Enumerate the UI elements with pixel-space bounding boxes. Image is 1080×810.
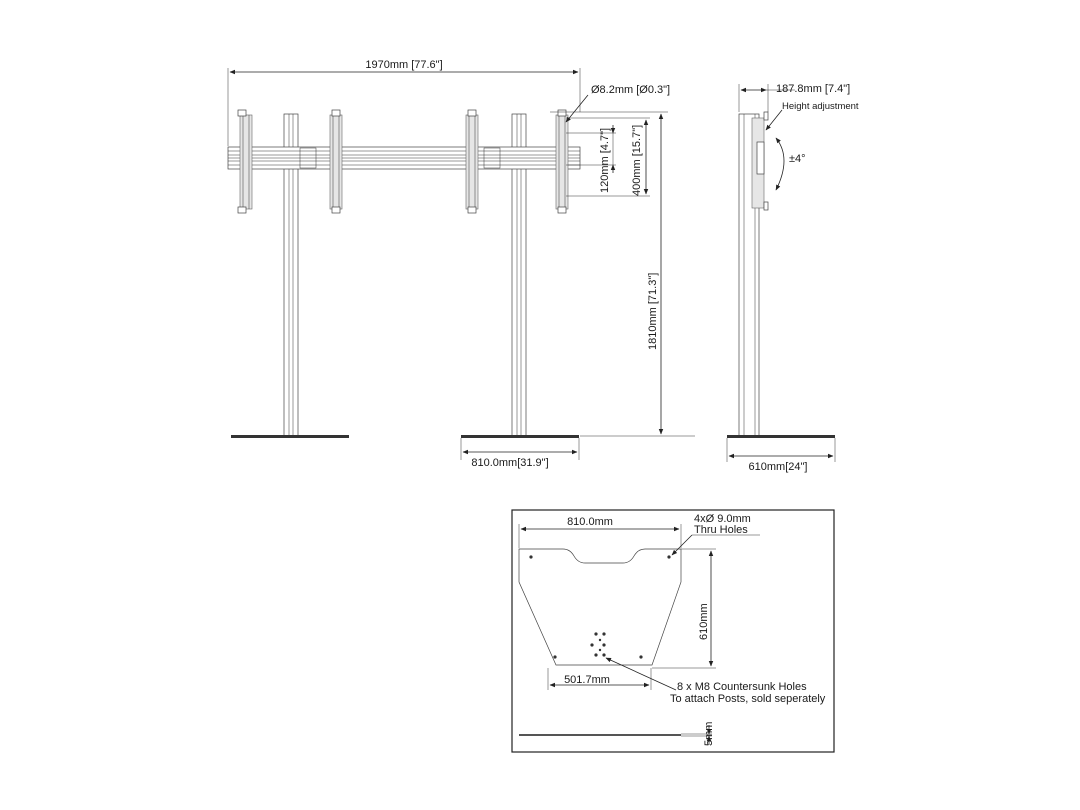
vesa-400-label: 400mm [15.7"] <box>631 125 643 196</box>
tilt-label: ±4° <box>789 153 806 165</box>
plate-thickness-label: 5mm <box>703 722 715 746</box>
right-base <box>461 435 579 438</box>
side-view: 187.8mm [7.4"] Height adjustment ±4° 610… <box>726 83 859 473</box>
mount-bracket-2 <box>329 109 343 214</box>
mount-bracket-4 <box>555 109 569 214</box>
height-adjustment-label: Height adjustment <box>782 101 859 112</box>
base-width-label: 810.0mm[31.9"] <box>471 457 548 469</box>
plate-thickness-profile <box>519 734 681 736</box>
base-plate-outline <box>518 548 682 666</box>
front-view: 1970mm [77.6"] Ø8.2mm [Ø0.3"] 120mm [4.7… <box>227 59 695 469</box>
mount-bracket-3 <box>465 109 479 214</box>
detail-frame <box>511 509 835 753</box>
plate-width-label: 810.0mm <box>567 516 613 528</box>
overall-height-label: 1810mm [71.3"] <box>647 273 659 350</box>
thru-holes-label-2: Thru Holes <box>694 524 748 536</box>
side-base-depth-label: 610mm[24"] <box>749 461 808 473</box>
countersunk-holes <box>590 632 606 657</box>
mount-bracket-1 <box>237 109 253 214</box>
plate-depth-label: 610mm <box>698 603 710 640</box>
left-base <box>231 435 349 438</box>
countersunk-label-2: To attach Posts, sold seperately <box>670 693 826 705</box>
tilt-arc <box>775 137 785 191</box>
hole-diameter-label: Ø8.2mm [Ø0.3"] <box>591 84 670 96</box>
thru-holes-label-1: 4xØ 9.0mm <box>694 513 751 525</box>
vesa-120-label: 120mm [4.7"] <box>599 128 611 193</box>
overall-width-label: 1970mm [77.6"] <box>365 59 442 71</box>
post-spacing-label: 501.7mm <box>564 674 610 686</box>
side-depth-label: 187.8mm [7.4"] <box>776 83 850 95</box>
base-plate-detail: 810.0mm 4xØ 9.0mm Thru Holes 610mm 501.7… <box>511 509 835 753</box>
horizontal-rails <box>227 146 581 170</box>
countersunk-label-1: 8 x M8 Countersunk Holes <box>677 681 807 693</box>
side-base <box>727 435 835 438</box>
